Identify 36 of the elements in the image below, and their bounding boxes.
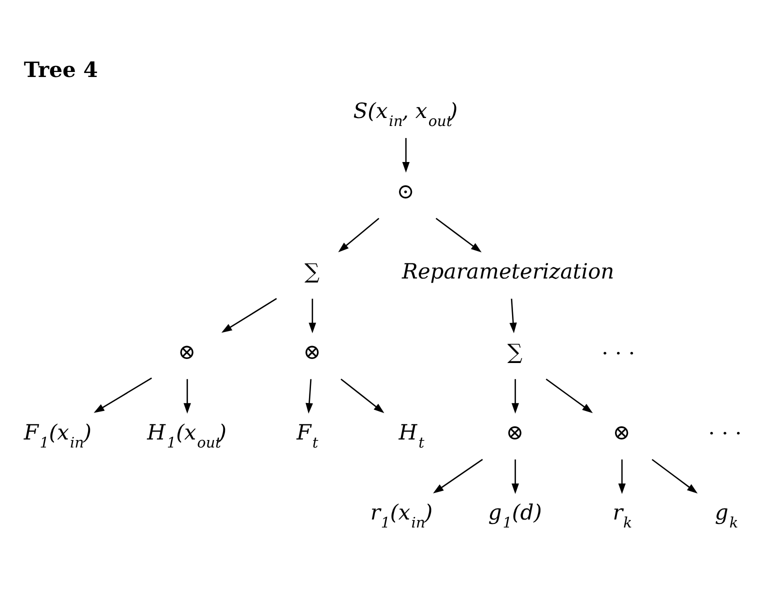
label: · · · [602, 340, 636, 365]
node-text: ⊗ [506, 418, 524, 444]
arrow [618, 458, 626, 494]
node-text: ∑ [304, 258, 320, 284]
node-text: r$_{1}$(x$_{in}$) [370, 499, 433, 532]
node-text: H$_{1}$(x$_{out}$) [147, 418, 226, 451]
arrow [221, 297, 277, 332]
arrow [308, 298, 316, 333]
arrow [306, 378, 313, 414]
arrow [184, 378, 191, 414]
node-text: Reparameterization [402, 258, 614, 284]
node-text: F$_{1}$(x$_{in}$) [24, 418, 92, 451]
arrow [512, 458, 519, 494]
node-text: r$_{k}$ [612, 499, 632, 532]
label: · · · [708, 420, 742, 446]
node-text: ⊗ [612, 418, 630, 444]
node-text: ⊙ [396, 178, 414, 203]
node-text: g$_{1}$(d) [488, 499, 542, 532]
arrow [340, 378, 384, 413]
arrow [436, 217, 482, 252]
node-text: S(x$_{in}$, x$_{out}$) [353, 97, 458, 130]
arrow [433, 458, 483, 493]
node-text: F$_{t}$ [296, 418, 318, 451]
arrow [546, 378, 593, 413]
node-text: H$_{t}$ [398, 418, 424, 451]
arrow [94, 377, 152, 412]
node-text: g$_{k}$ [714, 499, 738, 532]
arrow [512, 378, 519, 414]
arrow [402, 138, 410, 172]
node-text: ⊗ [303, 338, 321, 364]
node-text: ⊗ [178, 338, 196, 364]
arrow [509, 298, 517, 333]
arrow [338, 217, 380, 252]
node-text: ∑ [507, 338, 522, 364]
diagram-title: Tree 4 [24, 56, 98, 82]
arrow [652, 458, 698, 493]
